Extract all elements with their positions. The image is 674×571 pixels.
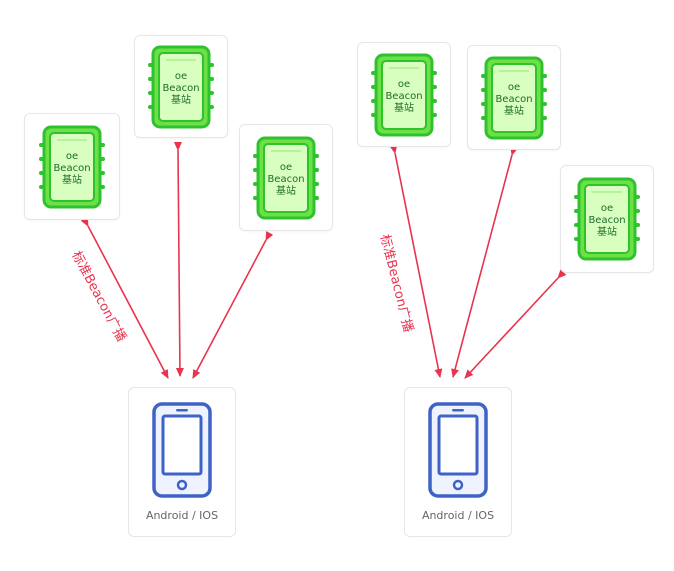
device-label: Android / IOS [145, 509, 219, 522]
device-card-right: Android / IOS [404, 387, 512, 537]
arrow-right-2 [451, 146, 518, 378]
chip-icon [371, 53, 437, 136]
arrow-left-3 [192, 231, 274, 379]
smartphone-icon [428, 402, 488, 498]
smartphone-icon [152, 402, 212, 498]
chip-icon [574, 177, 640, 261]
chip-icon [253, 136, 319, 219]
device-label: Android / IOS [421, 509, 495, 522]
chip-icon [148, 45, 214, 128]
device-card-left: Android / IOS [128, 387, 236, 537]
chip-icon [39, 125, 105, 208]
arrow-left-1 [80, 217, 169, 379]
arrow-right-3 [464, 269, 567, 379]
arrow-left-2 [173, 141, 184, 377]
chip-icon [481, 56, 547, 139]
arrow-right-1 [389, 144, 443, 378]
